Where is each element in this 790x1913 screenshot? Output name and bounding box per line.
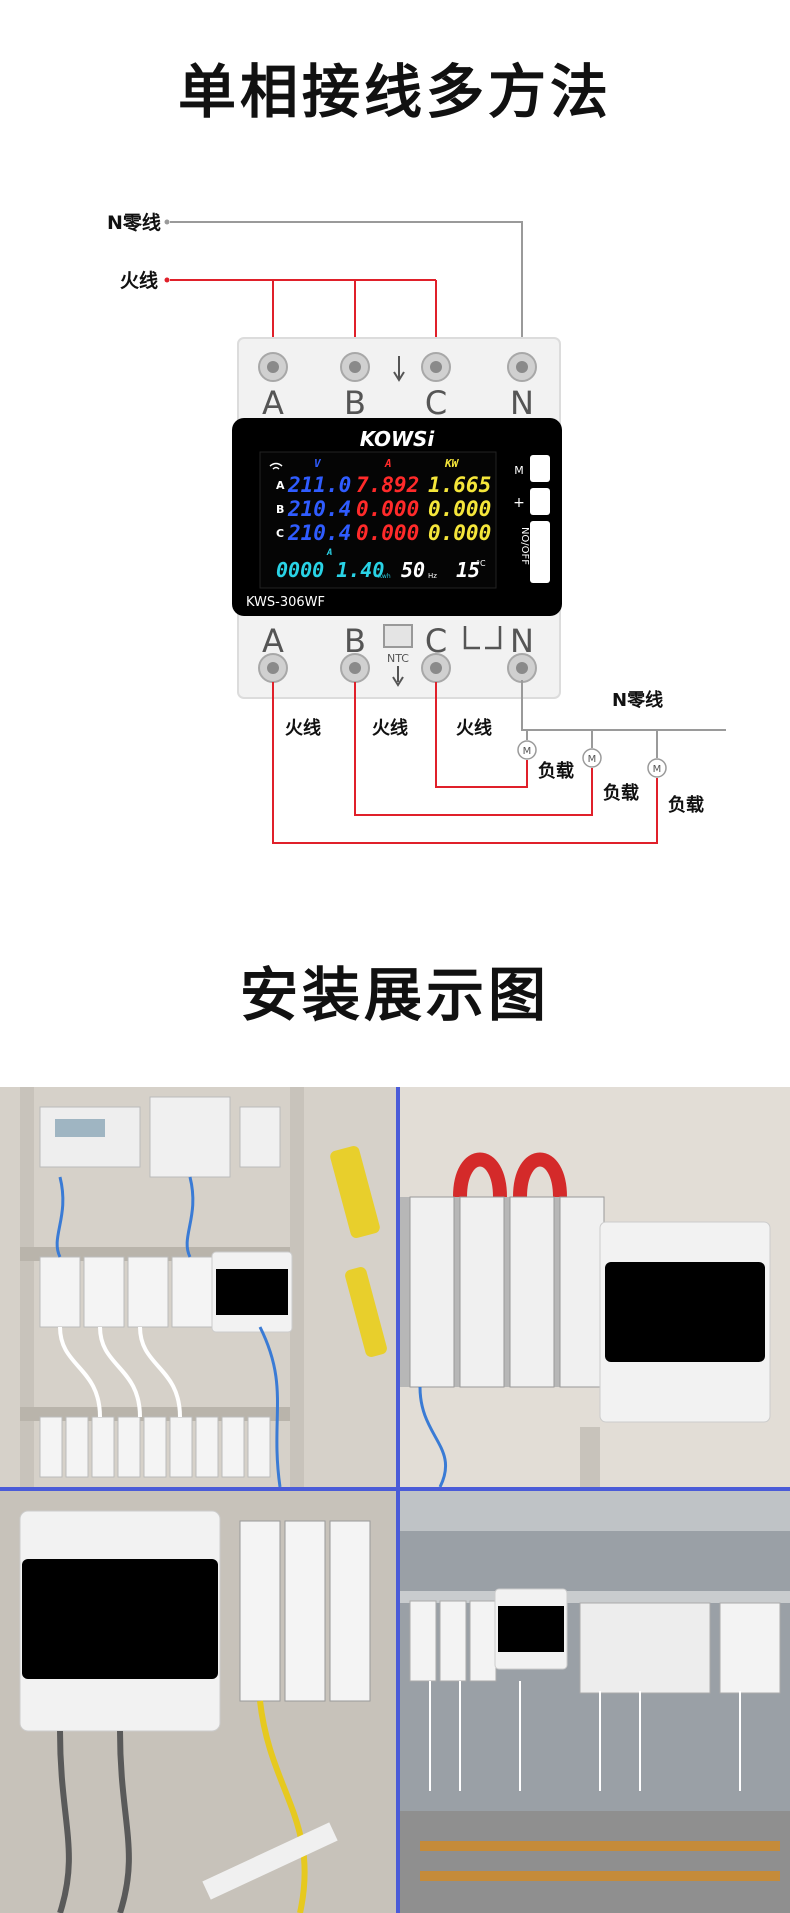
terminal-label-top-n: N — [510, 384, 534, 422]
photo-4-illustration — [400, 1491, 790, 1913]
load-label-3: 负载 — [668, 794, 704, 816]
power-c: 0.000 — [428, 521, 491, 545]
bottom-header-a: A — [326, 548, 332, 558]
current-b: 0.000 — [356, 497, 419, 521]
plus-button[interactable] — [530, 488, 550, 515]
photo-1-illustration — [0, 1087, 396, 1487]
svg-text:M: M — [523, 746, 532, 757]
motor-icon: M — [582, 748, 602, 768]
load-label-1: 负载 — [538, 760, 574, 782]
wiring-diagram: N零线 火线 A B C N KOWSi V A KW A B C 211.0 … — [107, 211, 726, 844]
terminal-label-bottom-a: A — [262, 622, 284, 660]
svg-text:M: M — [653, 764, 662, 775]
lcd-screen — [259, 451, 497, 589]
photo-grid — [0, 1087, 790, 1913]
bottom-live-label-3: 火线 — [456, 717, 492, 739]
button-label-plus: + — [513, 495, 525, 511]
ntc-label: NTC — [387, 652, 409, 665]
terminal-label-bottom-n: N — [510, 622, 534, 660]
header-v: V — [314, 457, 322, 470]
model-label: KWS-306WF — [246, 595, 325, 610]
brand-logo: KOWSi — [360, 427, 436, 451]
phase-label-c: C — [276, 527, 284, 540]
bottom-live-wires — [272, 682, 658, 844]
bottom-neutral-wire — [521, 680, 726, 758]
load-label-2: 负载 — [603, 782, 639, 804]
bracket-icon — [463, 626, 502, 650]
temperature-value: 15 — [456, 558, 480, 582]
terminal-hole — [267, 361, 279, 373]
terminal-label-top-c: C — [425, 384, 447, 422]
current-a: 7.892 — [356, 473, 419, 497]
ntc-port — [383, 624, 413, 648]
terminal-label-top-b: B — [344, 384, 366, 422]
bottom-neutral-label: N零线 — [612, 689, 663, 711]
top-live-label: 火线 — [120, 269, 158, 292]
photo-3-illustration — [0, 1491, 396, 1913]
install-photo-1 — [0, 1087, 396, 1487]
phase-label-a: A — [276, 479, 285, 492]
power-b: 0.000 — [428, 497, 491, 521]
power-a: 1.665 — [428, 473, 491, 497]
terminal-label-top-a: A — [262, 384, 284, 422]
top-neutral-dot — [164, 219, 170, 225]
photo-2-illustration — [400, 1087, 790, 1487]
motor-icon: M — [647, 758, 667, 778]
energy-value: 0000 1.40 — [276, 558, 384, 582]
down-arrow-icon — [393, 356, 405, 382]
motor-icon: M — [517, 740, 537, 760]
bottom-live-label-1: 火线 — [285, 717, 321, 739]
terminal-hole — [516, 361, 528, 373]
header-a: A — [384, 457, 392, 470]
bottom-live-label-2: 火线 — [372, 717, 408, 739]
wiring-title: 单相接线多方法 — [177, 58, 612, 126]
voltage-c: 210.4 — [287, 521, 351, 545]
voltage-a: 211.0 — [287, 473, 351, 497]
onoff-button[interactable] — [530, 521, 550, 583]
button-label-m: M — [514, 464, 524, 477]
terminal-label-bottom-c: C — [425, 622, 447, 660]
install-photo-4 — [400, 1491, 790, 1913]
top-neutral-wire — [170, 221, 523, 358]
current-c: 0.000 — [356, 521, 419, 545]
top-terminals — [258, 352, 537, 382]
install-photo-2 — [400, 1087, 790, 1487]
wifi-icon — [269, 462, 283, 470]
top-live-dot — [164, 277, 170, 283]
header-kw: KW — [444, 457, 460, 470]
terminal-hole — [430, 361, 442, 373]
svg-text:M: M — [588, 754, 597, 765]
button-label-onoff: NO/OFF — [519, 527, 530, 565]
frequency-unit: Hz — [428, 572, 437, 580]
terminal-hole — [349, 361, 361, 373]
bottom-terminals — [258, 653, 537, 683]
top-neutral-label: N零线 — [107, 211, 161, 234]
voltage-b: 210.4 — [287, 497, 351, 521]
install-photo-3 — [0, 1491, 396, 1913]
phase-label-b: B — [276, 503, 284, 516]
install-title: 安装展示图 — [239, 961, 550, 1029]
temperature-unit: °C — [476, 559, 486, 568]
energy-unit: Kwh — [378, 573, 391, 580]
m-button[interactable] — [530, 455, 550, 482]
frequency-value: 50 — [401, 558, 425, 582]
down-arrow-icon — [392, 666, 404, 687]
terminal-label-bottom-b: B — [344, 622, 366, 660]
